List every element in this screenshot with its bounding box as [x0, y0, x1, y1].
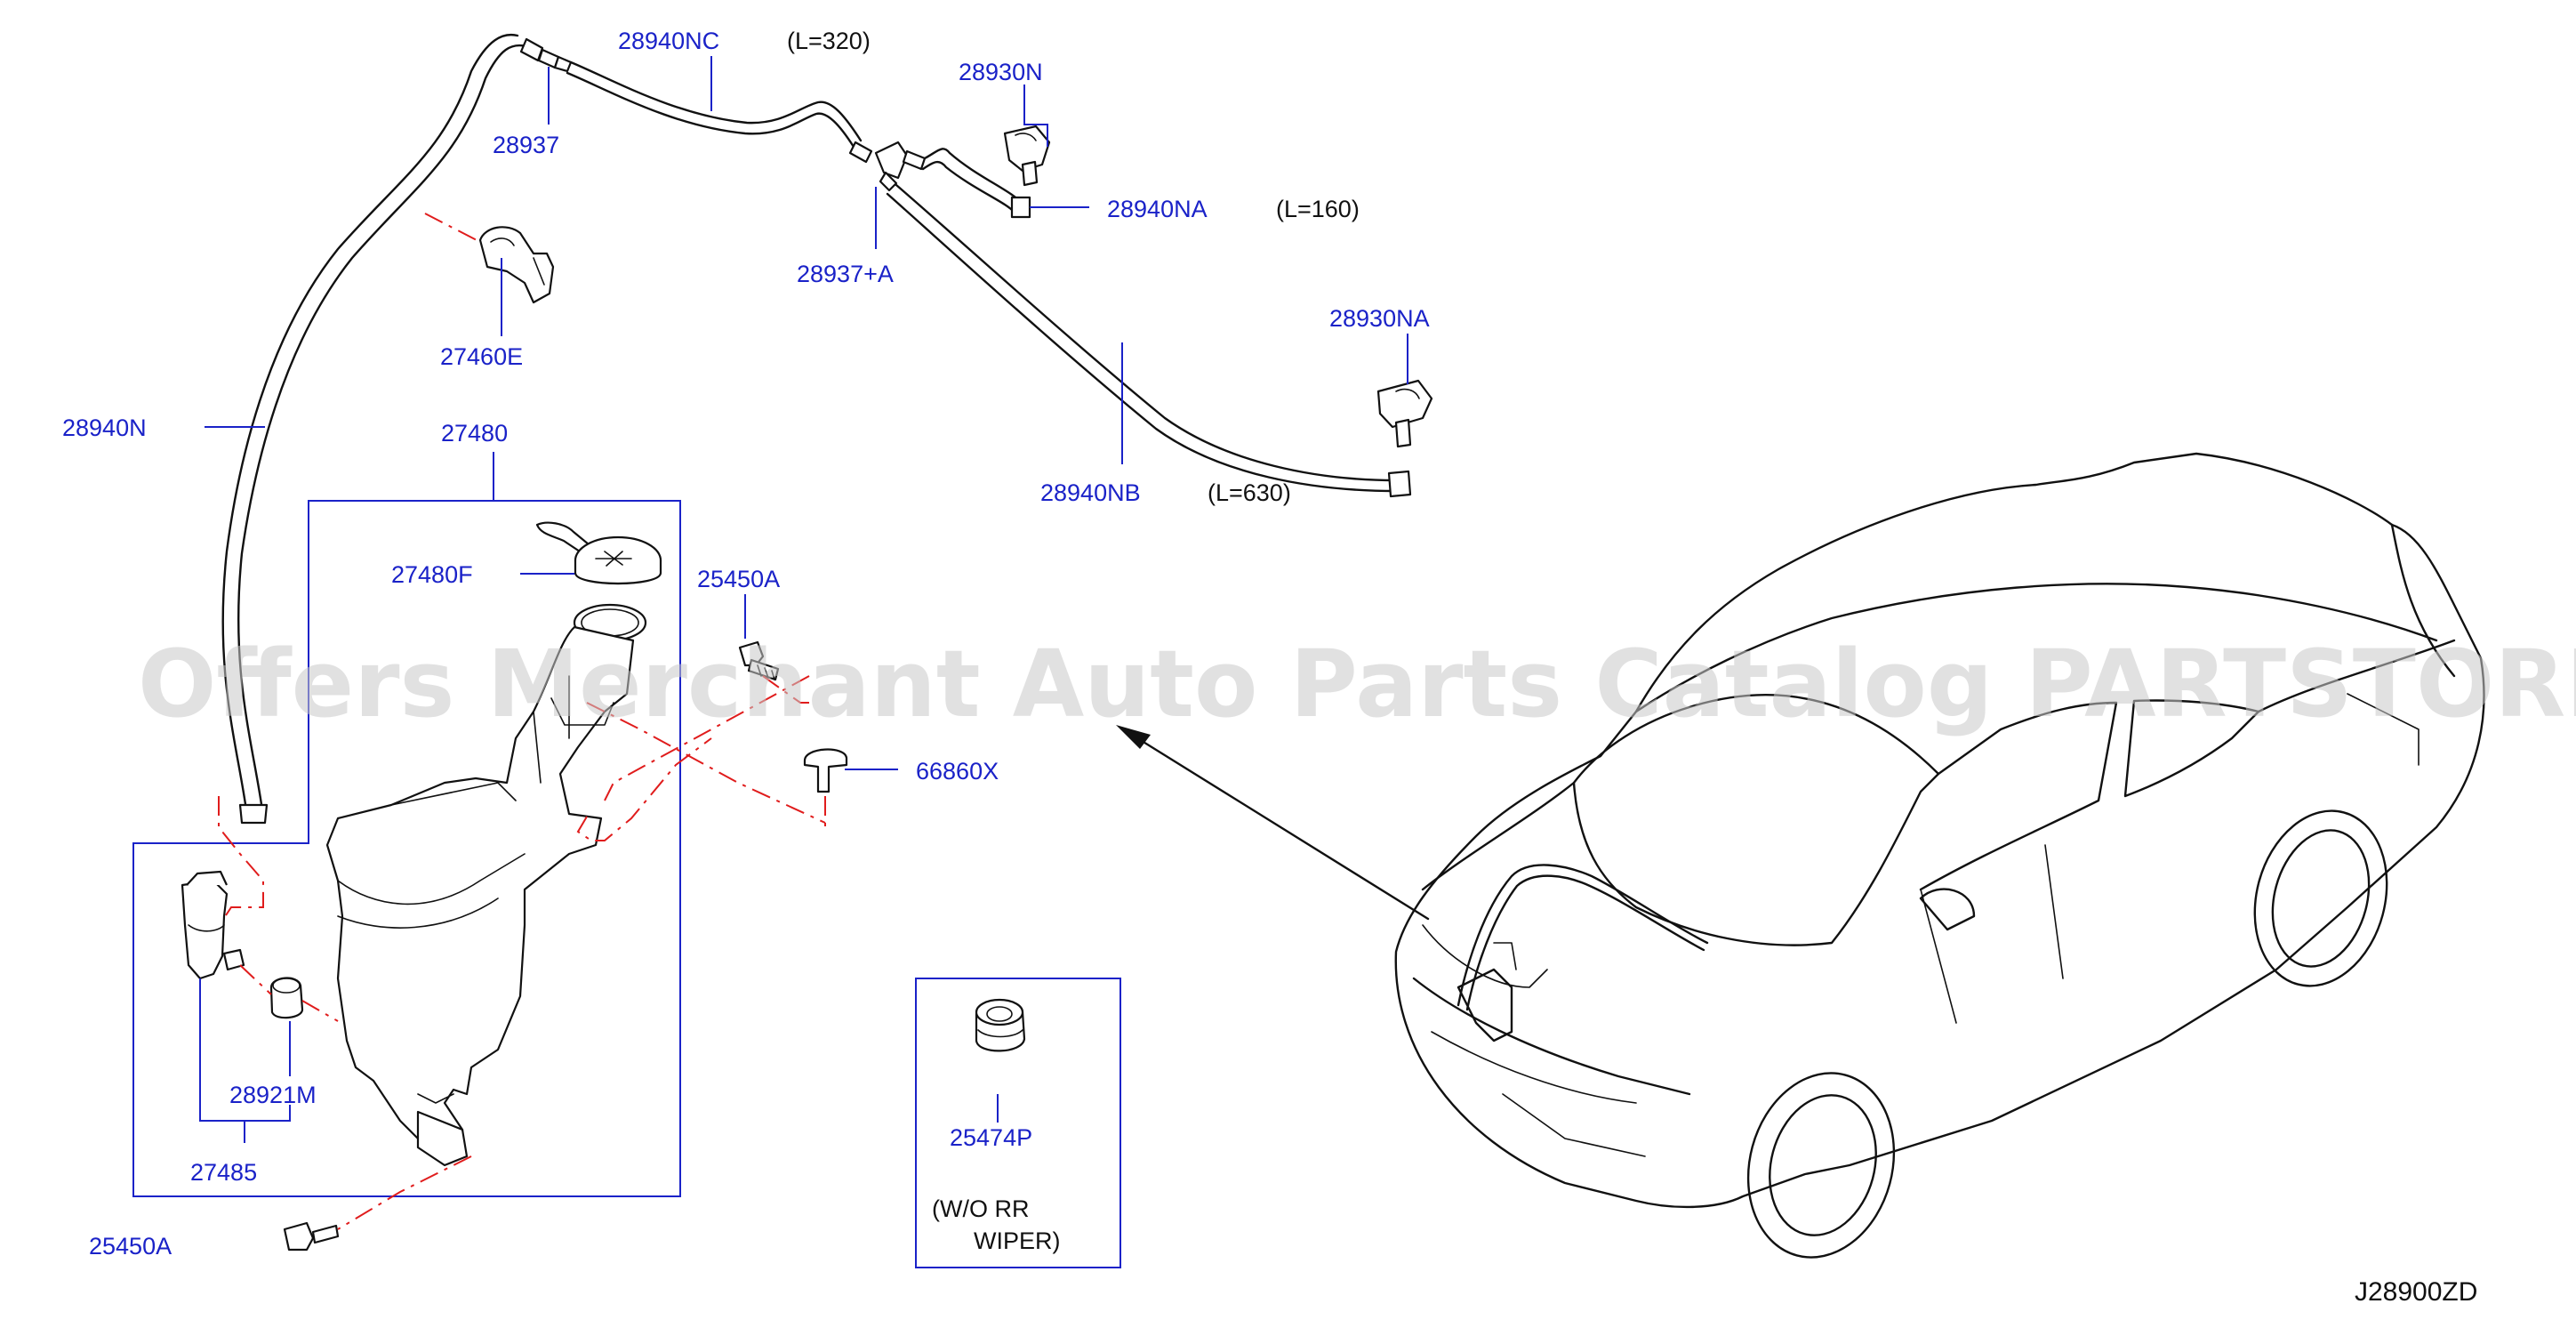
label-hose-28940nc-length: (L=320): [787, 28, 871, 54]
label-hose-28940na-length: (L=160): [1276, 196, 1360, 222]
watermark: Offers Merchant Auto Parts Catalog PARTS…: [138, 630, 2576, 738]
label-grommet-28921m[interactable]: 28921M: [229, 1082, 317, 1108]
label-cap-27480f[interactable]: 27480F: [391, 561, 473, 588]
location-arrow: [1116, 725, 1430, 921]
label-tank-27480[interactable]: 27480: [441, 420, 508, 447]
label-hose-28940nb[interactable]: 28940NB: [1040, 479, 1141, 506]
bolt-25450a-lower[interactable]: [283, 1221, 340, 1252]
tank-assembly-frame: [132, 500, 681, 1197]
grommet-25474p[interactable]: [975, 998, 1026, 1052]
label-hose-28940nc[interactable]: 28940NC: [618, 28, 719, 54]
label-hose-28940nb-length: (L=630): [1208, 479, 1291, 506]
label-hose-28940na[interactable]: 28940NA: [1107, 196, 1208, 222]
clip-27460e[interactable]: [478, 226, 555, 304]
hose-28940n[interactable]: [221, 33, 528, 825]
rr-wiper-note-frame: [915, 978, 1121, 1268]
grommet-28921m[interactable]: [269, 977, 304, 1019]
joint-28937-top[interactable]: [519, 37, 573, 73]
label-bolt-25450a-upper[interactable]: 25450A: [697, 566, 780, 592]
nozzle-28930n[interactable]: [1003, 125, 1051, 187]
tank-27480[interactable]: [325, 603, 647, 1167]
label-hose-28940n[interactable]: 28940N: [62, 415, 147, 441]
nozzle-28930na[interactable]: [1376, 379, 1433, 448]
hose-28940nb[interactable]: [886, 183, 1412, 498]
clip-66860x[interactable]: [803, 748, 848, 793]
label-clip-66860x[interactable]: 66860X: [916, 758, 999, 785]
vehicle-outline: [1394, 452, 2485, 1259]
hose-28940nc[interactable]: [566, 60, 863, 149]
joint-28937-a[interactable]: [848, 141, 927, 192]
leader-lines: [199, 56, 1408, 1143]
pump-27485[interactable]: [181, 870, 245, 980]
label-bolt-25450a-lower[interactable]: 25450A: [89, 1233, 172, 1260]
label-joint-28937a[interactable]: 28937+A: [797, 261, 894, 287]
tank-cap-27480f[interactable]: [535, 521, 662, 585]
hose-28940na[interactable]: [921, 148, 1031, 219]
label-joint-28937[interactable]: 28937: [493, 132, 559, 158]
label-nozzle-28930n[interactable]: 28930N: [959, 59, 1043, 85]
label-clip-27460e[interactable]: 27460E: [440, 343, 523, 370]
bolt-25450a-upper[interactable]: [738, 640, 780, 681]
note-without-rr-wiper-line1: (W/O RR: [932, 1195, 1029, 1222]
note-without-rr-wiper-line2: WIPER): [974, 1227, 1061, 1254]
part-labels: 28940NC (L=320) 28930N 28937 28940NA (L=…: [62, 28, 2477, 1307]
center-lines: [218, 213, 826, 1230]
label-nozzle-28930na[interactable]: 28930NA: [1329, 305, 1430, 332]
label-grommet-25474p[interactable]: 25474P: [950, 1124, 1032, 1151]
label-pump-27485[interactable]: 27485: [190, 1159, 257, 1186]
diagram-code: J28900ZD: [2355, 1277, 2477, 1307]
